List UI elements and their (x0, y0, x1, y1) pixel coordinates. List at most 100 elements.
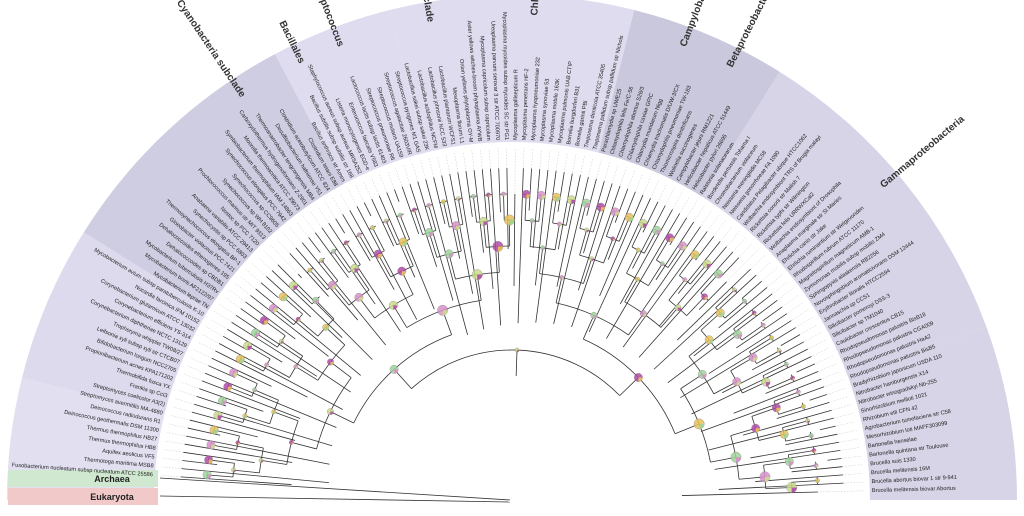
leader-line (827, 455, 862, 461)
tree-branch (790, 465, 817, 469)
tree-branch (266, 364, 290, 378)
root-group-label: Archaea (94, 474, 131, 484)
tree-branch (443, 201, 450, 228)
tree-branch (676, 268, 751, 341)
node-pie-slice (378, 254, 383, 259)
tree-branch (718, 482, 844, 490)
tree-branch (378, 195, 416, 278)
tree-branch (271, 270, 343, 338)
node-pie-slice (473, 196, 476, 199)
node-pie-slice (735, 457, 742, 463)
tree-branch (619, 209, 673, 305)
tree-branch (235, 315, 351, 393)
tree-branch (208, 365, 236, 378)
tree-branch (579, 229, 587, 256)
node-pie-slice (744, 301, 747, 304)
tree-branch (358, 234, 373, 258)
tree-branch (345, 242, 361, 265)
tree-arc (411, 349, 620, 396)
node-pie-slice (264, 320, 269, 325)
tree-branch (782, 420, 808, 429)
node-pie-slice (638, 250, 641, 253)
tree-branch (557, 172, 565, 212)
tree-branch (603, 238, 614, 264)
tree-branch (204, 372, 337, 428)
tree-branch (768, 377, 793, 389)
tree-branch (250, 295, 329, 357)
leaf-label: Ureaplasma parvum serovar 3 str ATCC 700… (489, 21, 500, 140)
node-pie-slice (281, 341, 284, 344)
node-pie-slice (517, 350, 520, 353)
node-pie-slice (629, 217, 634, 222)
tree-branch (281, 341, 303, 357)
node-pie-slice (600, 207, 605, 212)
tree-branch (659, 246, 727, 327)
node-pie-slice (586, 230, 589, 233)
tree-branch (433, 177, 446, 225)
tree-branch (733, 378, 822, 414)
tree-branch (321, 227, 376, 305)
node-pie-slice (736, 381, 741, 386)
node-pie-layer (202, 189, 820, 493)
tree-branch (776, 401, 830, 419)
tree-branch (297, 273, 302, 279)
tree-branch (642, 201, 659, 233)
tree-branch (762, 363, 787, 377)
tree-branch (724, 300, 745, 319)
tree-branch (660, 307, 679, 328)
tree-branch (539, 247, 544, 274)
node-pie-slice (718, 274, 723, 279)
node-pie-slice (817, 480, 820, 483)
node-pie-slice (542, 247, 545, 251)
clade-sector (848, 327, 1017, 500)
tree-branch (342, 214, 371, 262)
node-pie-slice (414, 210, 417, 213)
node-pie-slice (233, 470, 236, 473)
node-pie-slice (509, 220, 515, 226)
tree-branch (231, 321, 318, 377)
tree-branch (529, 220, 533, 247)
node-pie-slice (656, 230, 661, 235)
root-branch (159, 495, 511, 503)
tree-branch (199, 388, 264, 412)
tree-branch (827, 458, 842, 461)
tree-branch (441, 175, 461, 259)
tree-branch (449, 173, 474, 294)
node-pie-slice (325, 327, 329, 331)
tree-branch (481, 169, 494, 289)
tree-branch (809, 394, 827, 401)
tree-branch (254, 389, 279, 401)
node-pie-slice (333, 251, 336, 254)
node-pie-slice (709, 339, 714, 345)
node-pie-slice (637, 279, 640, 282)
tree-branch (628, 313, 644, 336)
node-pie-slice (612, 238, 616, 241)
leader-line (180, 381, 264, 412)
tree-branch (733, 312, 755, 330)
tree-branch (277, 264, 373, 360)
node-pie-slice (428, 205, 432, 208)
tree-branch (394, 189, 400, 202)
node-pie-slice (615, 211, 620, 217)
node-pie-slice (295, 366, 299, 369)
tree-branch (554, 223, 560, 250)
clade-sector (7, 377, 165, 500)
tree-branch (751, 341, 805, 371)
node-pie-slice (477, 274, 483, 280)
node-pie-slice (273, 411, 276, 415)
tree-branch (413, 209, 424, 235)
tree-branch (330, 411, 354, 424)
node-pie-slice (237, 442, 241, 445)
tree-branch (473, 170, 484, 253)
leaf-label: Mycoplasma gallisepticum R (513, 69, 520, 140)
node-pie-slice (753, 357, 758, 362)
tree-branch (428, 205, 437, 231)
node-pie-slice (266, 364, 269, 368)
tree-branch (693, 293, 773, 357)
node-pie-slice (449, 253, 454, 259)
tree-branch (686, 296, 705, 316)
node-pie-slice (706, 264, 712, 269)
leader-line (699, 248, 759, 310)
leaf-label: Mycoplasma mycoides subsp mycoides SC st… (501, 12, 509, 140)
